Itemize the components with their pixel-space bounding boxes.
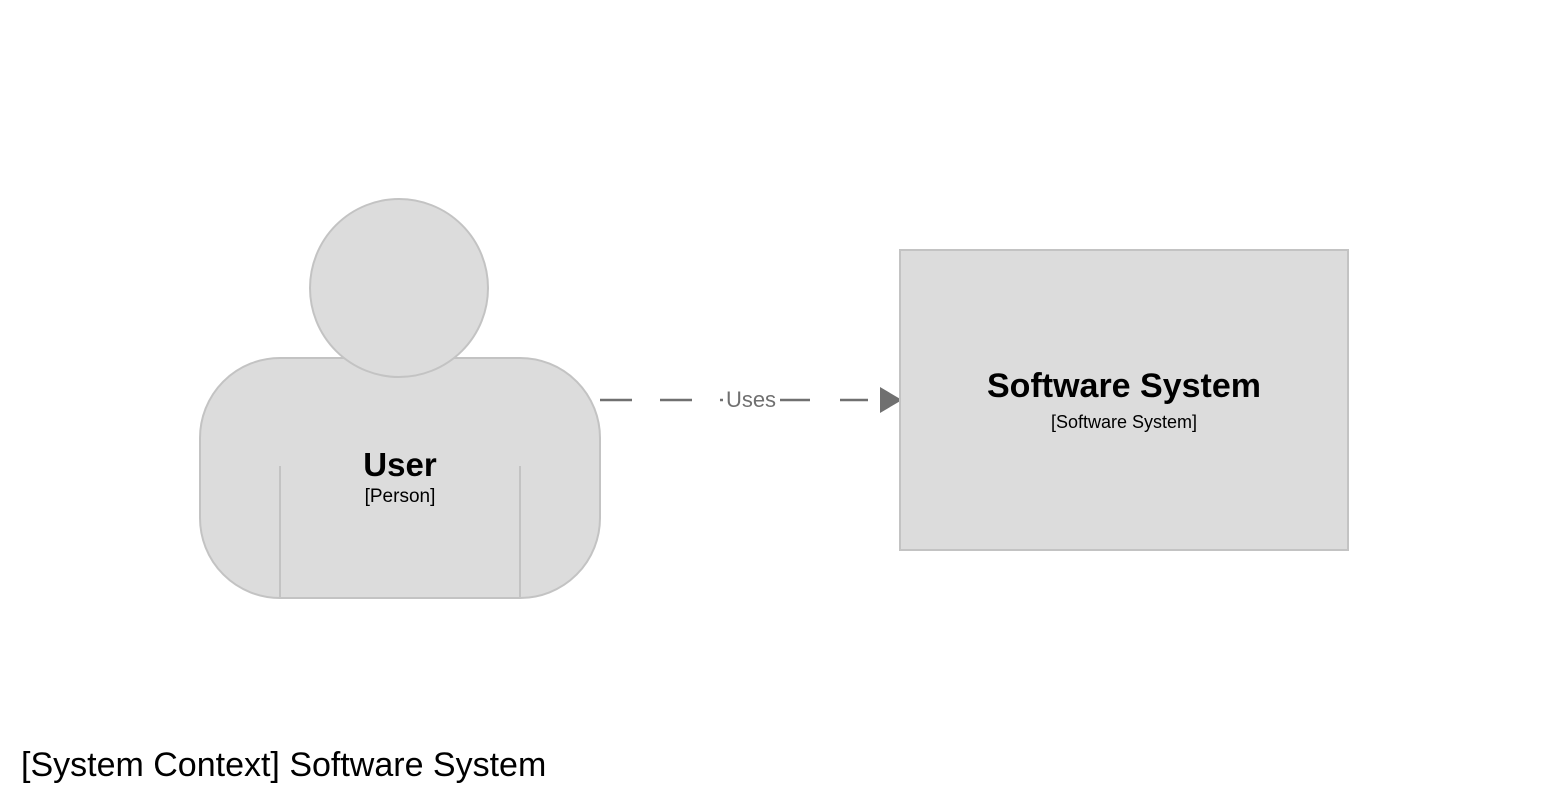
relationship-arrowhead-icon (880, 387, 902, 413)
relationship-arrow[interactable] (595, 380, 915, 425)
person-body (199, 357, 601, 599)
diagram-title: [System Context] Software System (21, 746, 547, 784)
person-head (309, 198, 489, 378)
software-system-box[interactable]: Software System [Software System] (899, 249, 1349, 551)
software-system-name: Software System (987, 367, 1261, 405)
person-shape[interactable] (196, 194, 606, 606)
software-system-meta: [Software System] (1050, 412, 1198, 432)
relationship-label: Uses (725, 387, 777, 412)
